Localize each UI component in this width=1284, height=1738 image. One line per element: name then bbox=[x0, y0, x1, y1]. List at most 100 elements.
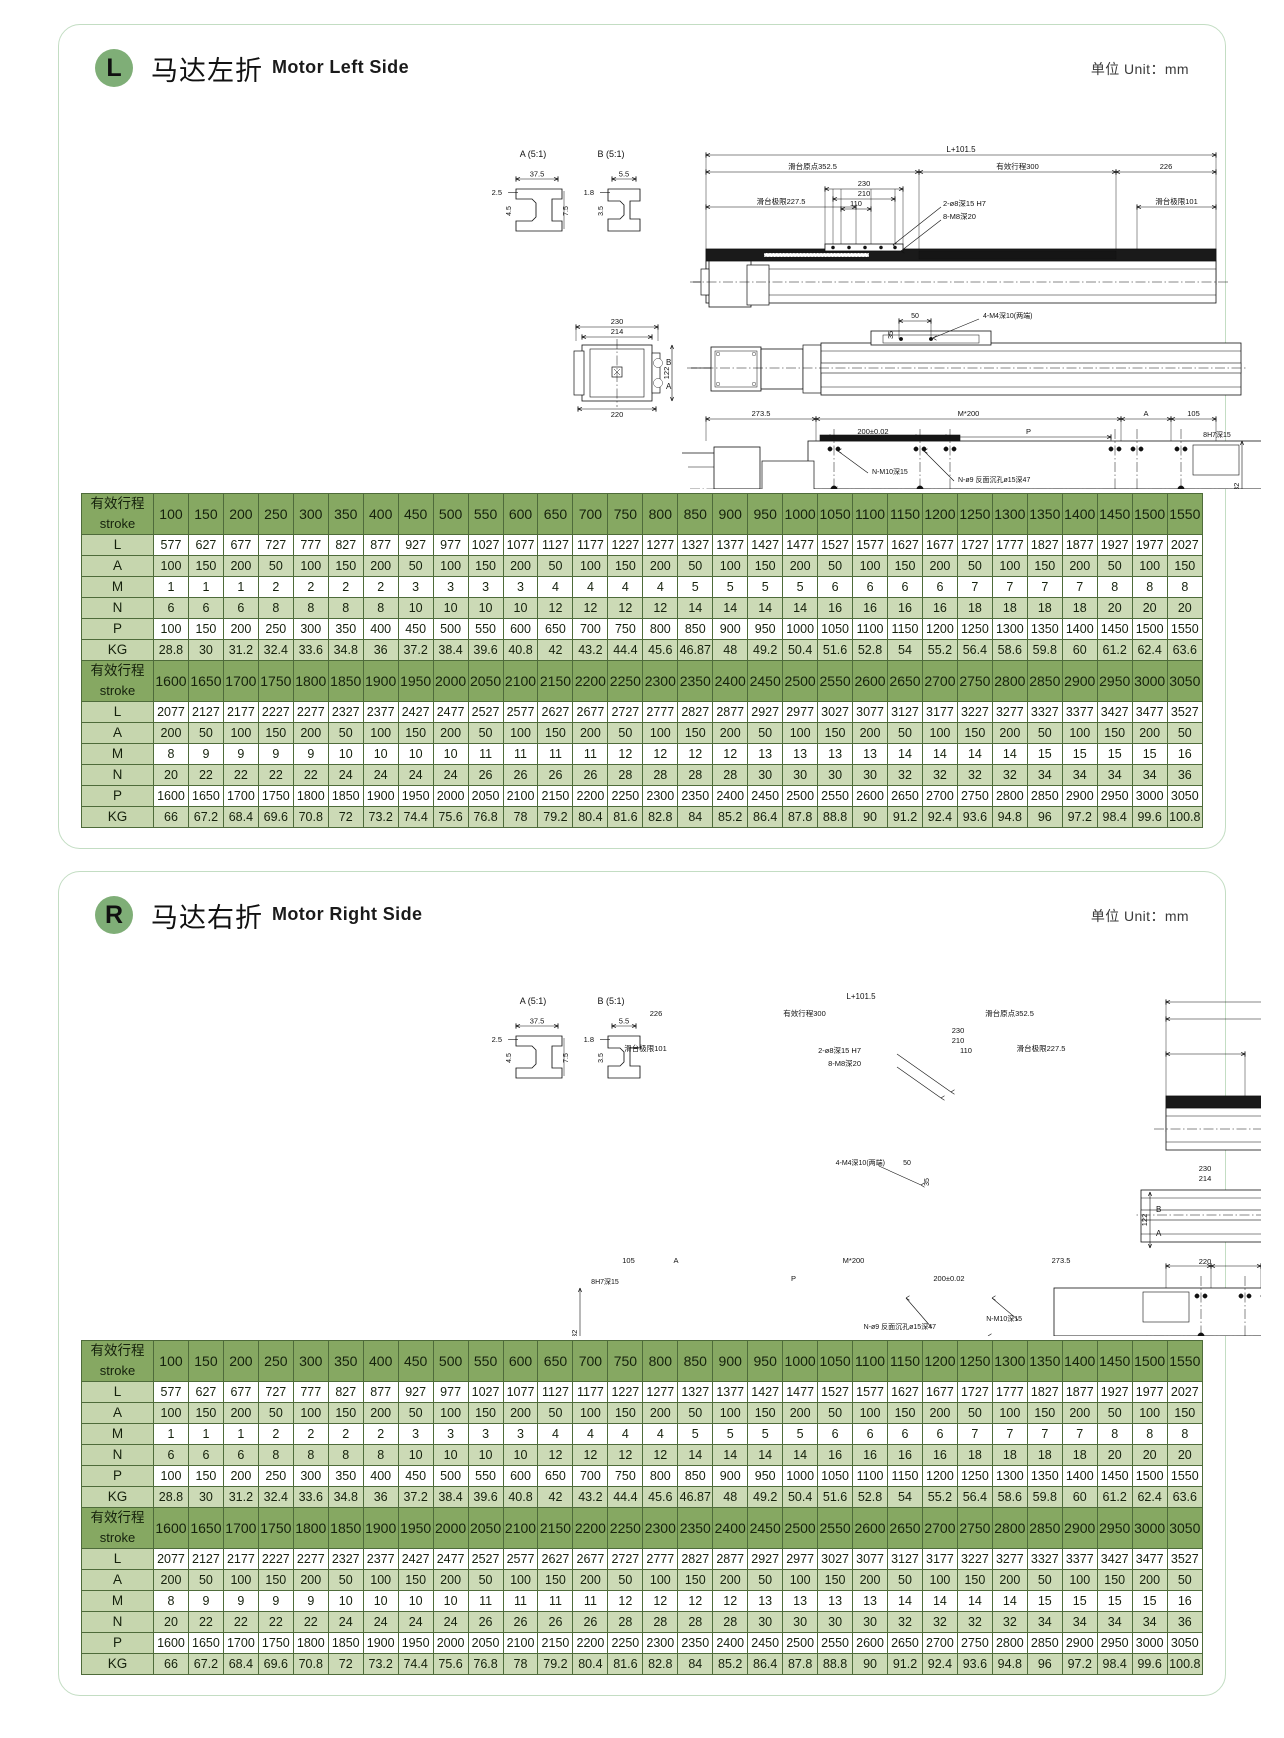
cell-m: 7 bbox=[957, 1424, 992, 1445]
cell-a: 100 bbox=[293, 556, 328, 577]
cell-a: 50 bbox=[398, 556, 433, 577]
cell-p: 150 bbox=[188, 1466, 223, 1487]
cell-l: 2277 bbox=[293, 702, 328, 723]
cell-n: 10 bbox=[503, 1445, 538, 1466]
cell-n: 28 bbox=[643, 765, 678, 786]
cell-kg: 38.4 bbox=[433, 640, 468, 661]
cell-n: 34 bbox=[1097, 1612, 1132, 1633]
cell-kg: 59.8 bbox=[1027, 1487, 1062, 1508]
svg-text:2.5: 2.5 bbox=[492, 188, 502, 197]
cell-n: 18 bbox=[957, 1445, 992, 1466]
cell-kg: 87.8 bbox=[783, 807, 818, 828]
cell-a: 150 bbox=[748, 1403, 783, 1424]
cell-kg: 75.6 bbox=[433, 807, 468, 828]
row-label-kg: KG bbox=[82, 640, 154, 661]
cell-kg: 67.2 bbox=[188, 807, 223, 828]
cell-a: 100 bbox=[293, 1403, 328, 1424]
cell-a: 100 bbox=[573, 1403, 608, 1424]
cell-m: 15 bbox=[1097, 1591, 1132, 1612]
cell-n: 12 bbox=[538, 598, 573, 619]
cell-kg: 42 bbox=[538, 640, 573, 661]
cell-m: 2 bbox=[328, 1424, 363, 1445]
cell-n: 32 bbox=[888, 765, 923, 786]
cell-kg: 36 bbox=[363, 640, 398, 661]
cell-kg: 92.4 bbox=[922, 1654, 957, 1675]
svg-text:L+101.5: L+101.5 bbox=[946, 145, 976, 154]
cell-kg: 28.8 bbox=[154, 1487, 189, 1508]
cell-kg: 34.8 bbox=[328, 1487, 363, 1508]
cell-l: 2877 bbox=[713, 1549, 748, 1570]
cell-l: 1027 bbox=[468, 1382, 503, 1403]
cell-l: 977 bbox=[433, 535, 468, 556]
stroke-header-cell: 1550 bbox=[1167, 494, 1202, 535]
row-label-m: M bbox=[82, 1591, 154, 1612]
cell-kg: 33.6 bbox=[293, 1487, 328, 1508]
cell-a: 100 bbox=[643, 723, 678, 744]
cell-n: 30 bbox=[783, 1612, 818, 1633]
cell-n: 8 bbox=[293, 598, 328, 619]
cell-p: 1900 bbox=[363, 786, 398, 807]
svg-text:110: 110 bbox=[850, 199, 862, 208]
stroke-header-cn: 有效行程 bbox=[82, 661, 153, 681]
cell-a: 200 bbox=[433, 723, 468, 744]
cell-kg: 59.8 bbox=[1027, 640, 1062, 661]
row-label-l: L bbox=[82, 1549, 154, 1570]
cell-kg: 90 bbox=[853, 1654, 888, 1675]
cell-a: 150 bbox=[328, 1403, 363, 1424]
cell-m: 14 bbox=[957, 744, 992, 765]
cell-a: 50 bbox=[398, 1403, 433, 1424]
cell-l: 3277 bbox=[992, 1549, 1027, 1570]
cell-kg: 68.4 bbox=[223, 807, 258, 828]
stroke-header-cell: 150 bbox=[188, 1341, 223, 1382]
cell-l: 1527 bbox=[818, 535, 853, 556]
cell-m: 6 bbox=[853, 577, 888, 598]
row-label-p: P bbox=[82, 619, 154, 640]
svg-text:有效行程300: 有效行程300 bbox=[783, 1008, 826, 1018]
cell-m: 12 bbox=[713, 1591, 748, 1612]
cell-m: 13 bbox=[818, 1591, 853, 1612]
cell-l: 3327 bbox=[1027, 1549, 1062, 1570]
stroke-header-cell: 2350 bbox=[678, 661, 713, 702]
cell-l: 2227 bbox=[258, 702, 293, 723]
stroke-header-cell: 650 bbox=[538, 1341, 573, 1382]
cell-kg: 39.6 bbox=[468, 1487, 503, 1508]
cell-n: 20 bbox=[1167, 598, 1202, 619]
svg-text:122: 122 bbox=[662, 367, 671, 380]
stroke-header-cell: 2500 bbox=[783, 661, 818, 702]
svg-text:A: A bbox=[1156, 1229, 1162, 1238]
cell-n: 26 bbox=[538, 765, 573, 786]
stroke-header-cell: 1800 bbox=[293, 661, 328, 702]
stroke-header-cell: 700 bbox=[573, 1341, 608, 1382]
cell-a: 50 bbox=[188, 723, 223, 744]
cell-l: 1677 bbox=[922, 535, 957, 556]
stroke-header-cell: 900 bbox=[713, 494, 748, 535]
stroke-header-cell: 1750 bbox=[258, 1508, 293, 1549]
cell-a: 150 bbox=[328, 556, 363, 577]
cell-p: 1600 bbox=[154, 786, 189, 807]
stroke-header-cell: 2900 bbox=[1062, 1508, 1097, 1549]
cell-a: 100 bbox=[992, 1403, 1027, 1424]
row-label-a: A bbox=[82, 556, 154, 577]
cell-a: 200 bbox=[433, 1570, 468, 1591]
cell-n: 26 bbox=[503, 1612, 538, 1633]
cell-n: 24 bbox=[328, 765, 363, 786]
cell-n: 30 bbox=[818, 765, 853, 786]
cell-m: 4 bbox=[573, 1424, 608, 1445]
cell-l: 3027 bbox=[818, 1549, 853, 1570]
svg-text:4.5: 4.5 bbox=[506, 206, 513, 216]
cell-m: 14 bbox=[888, 744, 923, 765]
stroke-header-en: stroke bbox=[82, 681, 153, 701]
cell-a: 200 bbox=[154, 1570, 189, 1591]
cell-n: 26 bbox=[468, 765, 503, 786]
cell-kg: 80.4 bbox=[573, 807, 608, 828]
cell-a: 100 bbox=[922, 1570, 957, 1591]
stroke-header-cell: 1650 bbox=[188, 1508, 223, 1549]
cell-kg: 99.6 bbox=[1132, 1654, 1167, 1675]
cell-m: 8 bbox=[1097, 1424, 1132, 1445]
svg-text:滑台原点352.5: 滑台原点352.5 bbox=[788, 161, 837, 171]
